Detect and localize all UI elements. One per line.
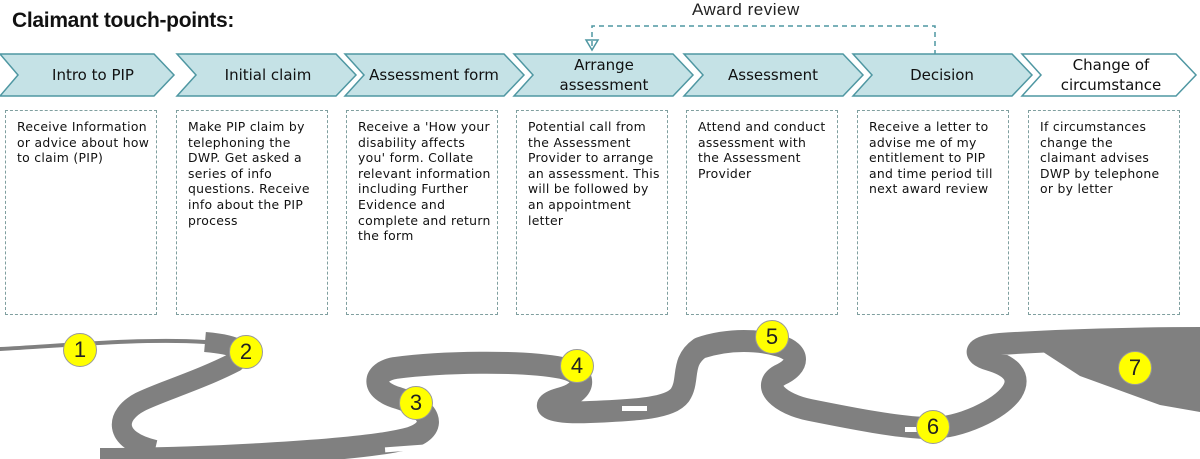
marker-4: 4 [560, 349, 594, 383]
chevron-5 [682, 53, 865, 97]
marker-5: 5 [755, 320, 789, 354]
marker-1: 1 [63, 333, 97, 367]
stage-description-4: Potential call from the Assessment Provi… [516, 110, 668, 315]
stage-description-6: Receive a letter to advise me of my enti… [857, 110, 1009, 315]
marker-6: 6 [916, 410, 950, 444]
stage-label-3: Assessment form [369, 66, 499, 84]
marker-2: 2 [229, 335, 263, 369]
stage-description-5: Attend and conduct assessment with the A… [686, 110, 838, 315]
lane-marking [622, 406, 647, 411]
lane-marking [384, 444, 424, 453]
road-start [0, 338, 207, 351]
chevron-3 [343, 53, 526, 97]
road [0, 327, 1200, 459]
chevron-2 [175, 53, 358, 97]
stage-label-5: Assessment [728, 66, 818, 84]
stage-description-3: Receive a 'How your disability affects y… [346, 110, 498, 315]
stage-description-7: If circumstances change the claimant adv… [1028, 110, 1180, 315]
stage-label-6: Decision [910, 66, 974, 84]
award-review-label: Award review [692, 0, 800, 19]
chevron-4 [512, 53, 695, 97]
lane-marking [905, 427, 923, 432]
chevron-row [0, 53, 1198, 97]
award-review-arrowhead [584, 39, 600, 52]
award-review-connector [591, 25, 936, 55]
stage-label-4: Arrange assessment [559, 56, 649, 94]
stage-description-2: Make PIP claim by telephoning the DWP. G… [176, 110, 328, 315]
page-title: Claimant touch-points: [12, 9, 235, 32]
marker-7: 7 [1118, 351, 1152, 385]
stage-description-1: Receive Information or advice about how … [5, 110, 157, 315]
road-s-curve [99, 327, 1200, 459]
marker-3: 3 [399, 386, 433, 420]
chevron-6 [851, 53, 1034, 97]
stage-label-1: Intro to PIP [52, 66, 134, 84]
road-body [112, 332, 251, 459]
stage-label-7: Change of circumstance [1060, 56, 1162, 94]
lane-marking [148, 412, 163, 425]
chevron-7 [1020, 53, 1198, 97]
stage-label-2: Initial claim [224, 66, 312, 84]
chevron-1 [0, 53, 176, 97]
